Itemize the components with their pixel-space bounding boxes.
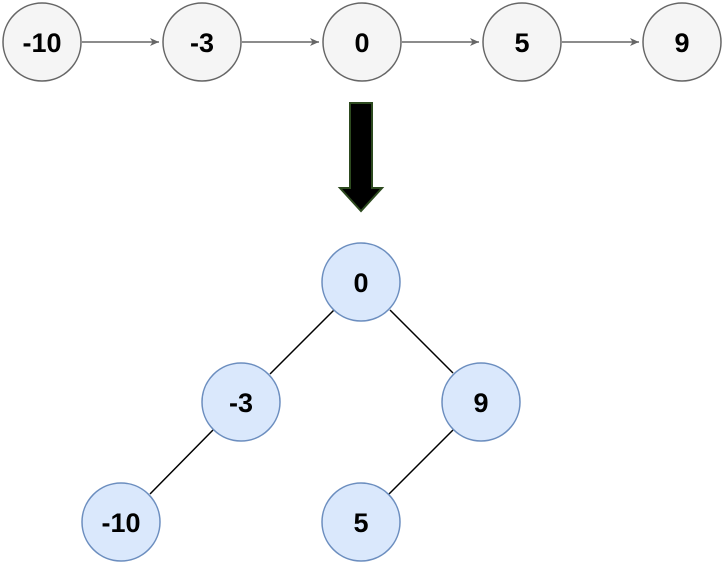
list-node: 9: [642, 2, 722, 82]
tree-node-label: 9: [473, 388, 488, 418]
list-node-circle: [482, 2, 562, 82]
tree-edges: [149, 309, 454, 495]
list-node-label: -3: [190, 28, 214, 58]
tree-edge: [389, 309, 454, 374]
linked-list: -10 -3 0 5 9: [2, 2, 722, 82]
binary-search-tree: 0 -3 9 -10 5: [81, 242, 521, 562]
tree-edge: [388, 429, 454, 495]
list-node: 5: [482, 2, 562, 82]
tree-node-label: 5: [353, 508, 368, 538]
tree-node-left-left: -10: [81, 482, 161, 562]
tree-node-label: -3: [229, 388, 253, 418]
tree-edge: [269, 309, 335, 375]
list-node-label: -10: [22, 28, 61, 58]
list-node-label: 9: [674, 28, 689, 58]
transform-down-arrow: [337, 102, 385, 213]
tree-node-circle: [81, 482, 161, 562]
tree-node-right: 9: [441, 362, 521, 442]
list-node-circle: [162, 2, 242, 82]
tree-node-circle: [321, 482, 401, 562]
list-node: 0: [322, 2, 402, 82]
tree-node-left: -3: [201, 362, 281, 442]
tree-edge: [149, 429, 214, 495]
tree-node-circle: [441, 362, 521, 442]
tree-node-label: 0: [353, 268, 368, 298]
tree-node-right-left: 5: [321, 482, 401, 562]
tree-node-root: 0: [321, 242, 401, 322]
list-node: -10: [2, 2, 82, 82]
list-node-label: 0: [354, 28, 369, 58]
tree-node-circle: [321, 242, 401, 322]
list-node-circle: [642, 2, 722, 82]
list-node-circle: [2, 2, 82, 82]
tree-node-circle: [201, 362, 281, 442]
list-node: -3: [162, 2, 242, 82]
tree-node-label: -10: [101, 508, 140, 538]
list-node-label: 5: [514, 28, 529, 58]
list-node-circle: [322, 2, 402, 82]
